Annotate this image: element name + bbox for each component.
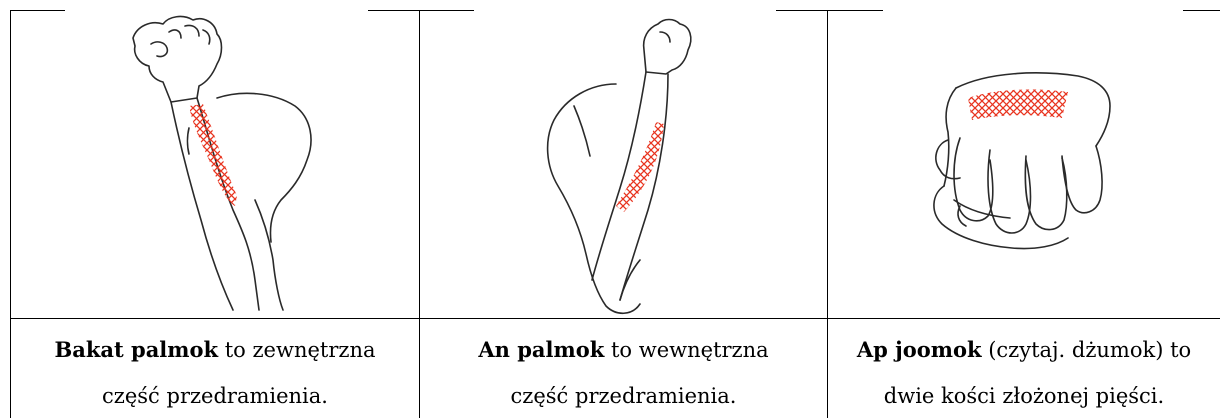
technique-term: Ap joomok	[857, 337, 982, 362]
caption-line1: Bakat palmok to zewnętrzna	[11, 327, 419, 373]
caption-cell-outer-forearm: Bakat palmok to zewnętrzna część przedra…	[11, 319, 419, 418]
technique-term: An palmok	[478, 337, 604, 362]
technique-term: Bakat palmok	[54, 337, 218, 362]
caption-line1: An palmok to wewnętrzna	[420, 327, 827, 373]
image-cell-inner-forearm	[420, 10, 827, 318]
caption-text: to zewnętrzna	[218, 338, 375, 362]
image-cell-fist	[828, 10, 1220, 318]
forearm-inner-icon	[420, 10, 827, 318]
caption-cell-inner-forearm: An palmok to wewnętrzna część przedramie…	[420, 319, 827, 418]
fist-knuckles-icon	[828, 10, 1220, 318]
caption-cell-fist: Ap joomok (czytaj. dżumok) to dwie kości…	[828, 319, 1220, 418]
caption-text: to wewnętrzna	[604, 338, 768, 362]
image-cell-outer-forearm	[11, 10, 419, 318]
caption-line1: Ap joomok (czytaj. dżumok) to	[828, 327, 1220, 373]
forearm-outer-icon	[11, 10, 419, 318]
caption-text: (czytaj. dżumok) to	[982, 338, 1192, 362]
technique-table: Bakat palmok to zewnętrzna część przedra…	[10, 10, 1220, 418]
caption-line2: część przedramienia.	[11, 373, 419, 419]
caption-line2: dwie kości złożonej pięści.	[828, 373, 1220, 419]
caption-line2: część przedramienia.	[420, 373, 827, 419]
